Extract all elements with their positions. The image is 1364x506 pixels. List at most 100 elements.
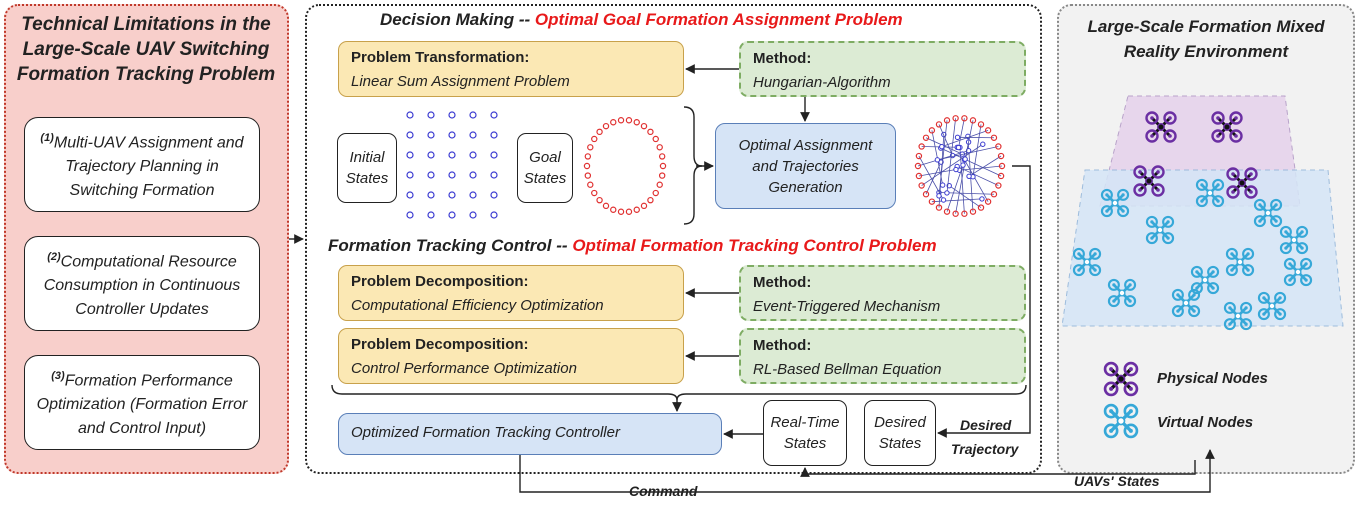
- method-head: Method:: [753, 50, 812, 67]
- drone-rotor: [1072, 247, 1085, 260]
- limitation-1: (1)Multi-UAV Assignment and Trajectory P…: [24, 117, 260, 213]
- trajectory-line: [940, 147, 1002, 177]
- drone-hub: [1258, 219, 1262, 223]
- tracking-title: Formation Tracking Control -- Optimal Fo…: [328, 236, 937, 256]
- virtual-node-icon: [1279, 225, 1309, 255]
- drone-rotor: [1225, 264, 1238, 277]
- drone-hub: [1249, 190, 1253, 194]
- assigned-goal-dot: [928, 198, 936, 205]
- goal-state-dot: [596, 128, 603, 136]
- transform-sub: Linear Sum Assignment Problem: [351, 73, 570, 90]
- drone-rotor: [1223, 318, 1236, 331]
- goal-state-dot: [587, 181, 594, 188]
- drone-body: [1156, 226, 1164, 234]
- assigned-goal-dot: [977, 204, 985, 211]
- drone-hub: [1274, 219, 1278, 223]
- goal-state-dot: [659, 162, 667, 170]
- virtual-node-icon: [1283, 257, 1313, 287]
- drone-rotor: [1212, 178, 1225, 191]
- drone-hub: [1128, 299, 1132, 303]
- trajectory-line: [968, 155, 1002, 177]
- drone-rotor: [1107, 295, 1120, 308]
- method2-head: Method:: [753, 337, 812, 354]
- start-dot: [954, 134, 961, 141]
- drone-rotor: [1195, 178, 1208, 191]
- decomp2-sub: Control Performance Optimization: [351, 360, 577, 377]
- drone-hub: [1216, 183, 1220, 187]
- drone-rotor: [1163, 129, 1177, 143]
- goal-state-dot: [658, 172, 666, 179]
- drone-hub: [1288, 278, 1292, 282]
- goal-state-dot: [625, 117, 633, 124]
- drone-hub: [1105, 193, 1109, 197]
- method1-head: Method:: [753, 274, 812, 291]
- event-triggered-box: Method: Event-Triggered Mechanism: [739, 265, 1026, 321]
- drone-hub: [1150, 236, 1154, 240]
- drone-hub: [1234, 116, 1238, 120]
- initial-state-dot: [427, 131, 435, 139]
- physical-node-icon: [1103, 361, 1139, 397]
- assigned-goal-dot: [918, 143, 925, 150]
- environment-title: Large-Scale Formation Mixed Reality Envi…: [1087, 17, 1325, 61]
- drone-hub: [1304, 262, 1308, 266]
- physical-node-icon: [1145, 111, 1177, 143]
- decision-title-red: Optimal Goal Formation Assignment Proble…: [534, 10, 903, 29]
- drone-rotor: [1145, 129, 1159, 143]
- virtual-nodes-label: Virtual Nodes: [1157, 414, 1254, 431]
- drone-hub: [1109, 428, 1114, 433]
- assigned-goal-dot: [918, 182, 925, 189]
- goal-state-dot: [647, 128, 654, 136]
- initial-state-dot: [427, 211, 435, 219]
- assignment-illustration: [914, 115, 1006, 217]
- start-dot: [955, 144, 962, 151]
- drone-rotor: [1253, 215, 1266, 228]
- optimal-assignment-label: Optimal Assignment and Trajectories Gene…: [738, 136, 873, 196]
- tracking-title-prefix: Formation Tracking Control --: [328, 236, 573, 255]
- initial-state-dot: [490, 111, 498, 119]
- limitation-2-text: Computational Resource Consumption in Co…: [43, 253, 241, 319]
- drone-hub: [1128, 386, 1133, 391]
- goal-state-dot: [640, 122, 648, 130]
- drone-rotor: [1190, 265, 1203, 278]
- initial-state-dot: [427, 171, 435, 179]
- drone-hub: [1138, 188, 1142, 192]
- drone-hub: [1211, 270, 1215, 274]
- virtual-node-icon: [1223, 301, 1253, 331]
- hungarian-method-box: Method: Hungarian-Algorithm: [739, 41, 1026, 97]
- assigned-goal-dot: [997, 172, 1005, 180]
- trajectory-line: [964, 120, 974, 160]
- trajectory-line: [931, 198, 982, 203]
- drone-hub: [1278, 296, 1282, 300]
- trajectory-line: [956, 166, 999, 186]
- trajectory-line: [938, 124, 953, 156]
- initial-state-dot: [469, 171, 477, 179]
- start-dot: [962, 156, 968, 162]
- command-arrow: [519, 449, 1215, 493]
- drone-body: [1116, 374, 1126, 384]
- drone-body: [1290, 236, 1298, 244]
- initial-state-dot: [469, 191, 477, 199]
- goal-states-brace: [683, 106, 703, 225]
- drone-rotor: [1133, 165, 1147, 179]
- decomposition-brace: [331, 384, 1027, 401]
- drone-rotor: [1117, 205, 1130, 218]
- decomposition-2-box: Problem Decomposition: Control Performan…: [338, 328, 684, 384]
- physical-nodes-label: Physical Nodes: [1157, 370, 1268, 387]
- initial-state-dot: [469, 151, 477, 159]
- drone-rotor: [1089, 247, 1102, 260]
- drone-hub: [1105, 209, 1109, 213]
- assigned-goal-dot: [922, 191, 930, 198]
- start-dot: [940, 197, 947, 203]
- physical-node-icon: [1133, 165, 1165, 197]
- virtual-node-icon: [1195, 178, 1225, 208]
- drone-rotor: [1103, 403, 1119, 419]
- drone-hub: [1284, 246, 1288, 250]
- start-dot: [953, 166, 959, 173]
- drone-hub: [1109, 367, 1114, 372]
- goal-state-dot: [610, 119, 617, 126]
- assigned-goal-dot: [969, 208, 977, 215]
- drone-hub: [1216, 134, 1220, 138]
- drone-hub: [1128, 283, 1132, 287]
- drone-hub: [1262, 296, 1266, 300]
- drone-rotor: [1171, 305, 1184, 318]
